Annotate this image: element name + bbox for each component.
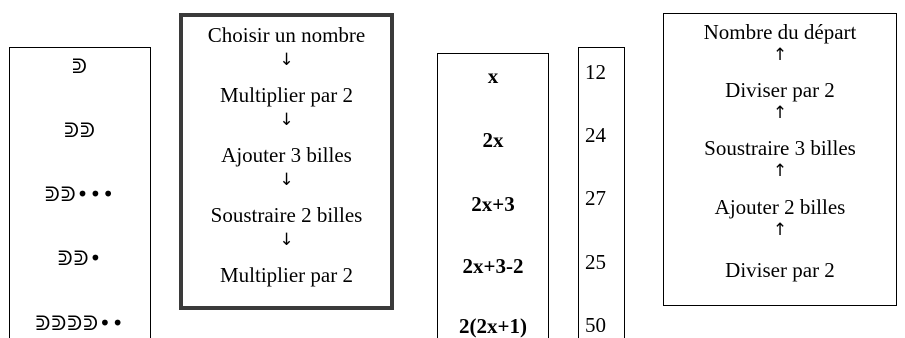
expression: 2x: [482, 128, 504, 152]
symbols-column: ᕲ ᕲᕲ ᕲᕲ••• ᕲᕲ• ᕲᕲᕲᕲ••: [9, 47, 151, 338]
reverse-step: Diviser par 2: [725, 78, 835, 102]
reverse-step: Ajouter 2 billes: [714, 195, 846, 219]
value: 25: [585, 250, 606, 274]
reverse-step: Diviser par 2: [725, 258, 835, 282]
value: 12: [585, 60, 606, 84]
forward-steps-box: Choisir un nombre ↓ Multiplier par 2 ↓ A…: [179, 13, 394, 310]
up-arrow-icon: ↑: [772, 103, 788, 123]
values-column: 12 24 27 25 50: [578, 47, 625, 338]
down-arrow-icon: ↓: [279, 170, 294, 190]
symbol-row: ᕲᕲ•: [57, 246, 103, 270]
value: 50: [585, 313, 606, 337]
value: 24: [585, 123, 606, 147]
forward-step: Ajouter 3 billes: [221, 143, 352, 167]
forward-step: Soustraire 2 billes: [210, 203, 363, 227]
forward-step: Multiplier par 2: [220, 83, 353, 107]
symbol-row: ᕲᕲᕲᕲ••: [35, 311, 125, 335]
up-arrow-icon: ↑: [772, 220, 788, 240]
expression: 2x+3-2: [462, 254, 524, 278]
algebra-column: x 2x 2x+3 2x+3-2 2(2x+1): [437, 53, 549, 338]
down-arrow-icon: ↓: [279, 110, 294, 130]
expression: 2x+3: [471, 192, 515, 216]
reverse-steps-box: Nombre du départ ↑ Diviser par 2 ↑ Soust…: [663, 13, 897, 306]
expression: x: [487, 64, 499, 88]
expression: 2(2x+1): [459, 314, 527, 338]
value: 27: [585, 186, 606, 210]
reverse-step: Nombre du départ: [703, 20, 857, 44]
forward-step: Multiplier par 2: [220, 263, 353, 287]
symbol-row: ᕲᕲ•••: [44, 182, 116, 206]
symbol-row: ᕲ: [72, 54, 88, 78]
forward-step: Choisir un nombre: [207, 23, 366, 47]
symbol-row: ᕲᕲ: [64, 118, 96, 142]
down-arrow-icon: ↓: [279, 230, 294, 250]
reverse-step: Soustraire 3 billes: [704, 136, 856, 160]
up-arrow-icon: ↑: [772, 45, 788, 65]
down-arrow-icon: ↓: [279, 50, 294, 70]
up-arrow-icon: ↑: [772, 161, 788, 181]
